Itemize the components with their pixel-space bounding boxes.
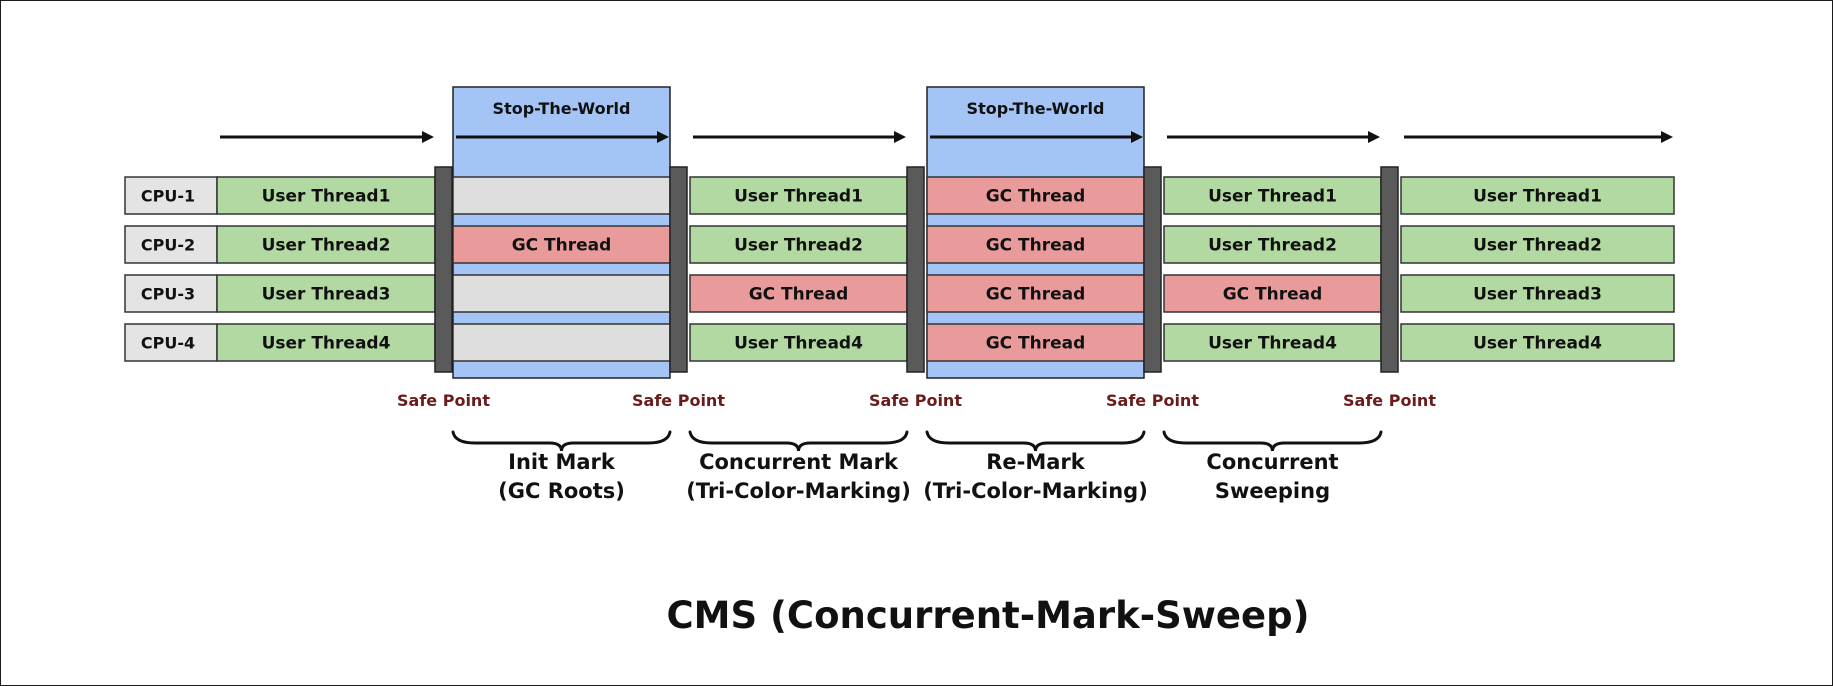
- user-thread-cell: [216, 274, 436, 313]
- stop-the-world-label: Stop-The-World: [493, 99, 631, 118]
- phase-label-line1: Init Mark: [508, 450, 616, 474]
- gc-thread-cell: [452, 225, 671, 264]
- thread-label: User Thread2: [1208, 236, 1337, 256]
- thread-label: User Thread4: [262, 334, 391, 354]
- thread-label: User Thread1: [734, 187, 863, 207]
- thread-label: User Thread2: [734, 236, 863, 256]
- thread-label: User Thread3: [262, 285, 391, 305]
- thread-label: GC Thread: [986, 334, 1086, 354]
- user-thread-cell: [1163, 176, 1382, 215]
- cpu-label: CPU-4: [141, 334, 195, 353]
- user-thread-cell: [689, 225, 908, 264]
- user-thread-cell: [1400, 274, 1675, 313]
- phase-label-line1: Re-Mark: [986, 450, 1086, 474]
- gc-thread-cell: [926, 225, 1145, 264]
- stop-the-world-label: Stop-The-World: [967, 99, 1105, 118]
- user-thread-cell: [216, 225, 436, 264]
- gc-thread-cell: [1163, 274, 1382, 313]
- thread-label: GC Thread: [1223, 285, 1323, 305]
- thread-label: User Thread1: [1473, 187, 1602, 207]
- thread-label: User Thread1: [1208, 187, 1337, 207]
- cpu-label-box: [124, 176, 218, 215]
- phase-label-line1: Concurrent Mark: [699, 450, 899, 474]
- user-thread-cell: [689, 176, 908, 215]
- safe-point-bar: [1143, 166, 1162, 373]
- thread-label: GC Thread: [986, 285, 1086, 305]
- cpu-label: CPU-3: [141, 285, 195, 304]
- user-thread-cell: [216, 176, 436, 215]
- user-thread-cell: [216, 323, 436, 362]
- gc-thread-cell: [926, 176, 1145, 215]
- cpu-label-box: [124, 274, 218, 313]
- thread-label: User Thread4: [1473, 334, 1602, 354]
- phase-label-line2: (GC Roots): [498, 479, 625, 503]
- thread-label: GC Thread: [986, 236, 1086, 256]
- safe-point-bar: [669, 166, 688, 373]
- thread-label: GC Thread: [749, 285, 849, 305]
- user-thread-cell: [1400, 176, 1675, 215]
- paused-thread-cell: [452, 323, 671, 362]
- cpu-label-box: [124, 225, 218, 264]
- thread-label: User Thread3: [1473, 285, 1602, 305]
- phase-label-line1: Concurrent: [1206, 450, 1338, 474]
- diagram-title: CMS (Concurrent-Mark-Sweep): [667, 594, 1310, 637]
- paused-thread-cell: [452, 176, 671, 215]
- gc-thread-cell: [926, 274, 1145, 313]
- phase-brace: [925, 430, 1146, 452]
- safe-point-label: Safe Point: [397, 391, 490, 410]
- phase-brace: [688, 430, 909, 452]
- safe-point-bar: [434, 166, 453, 373]
- phase-brace: [451, 430, 672, 452]
- phase-label-line2: (Tri-Color-Marking): [686, 479, 911, 503]
- safe-point-bar: [906, 166, 925, 373]
- phase-brace: [1162, 430, 1383, 452]
- cpu-label: CPU-1: [141, 187, 195, 206]
- user-thread-cell: [689, 323, 908, 362]
- gc-thread-cell: [689, 274, 908, 313]
- safe-point-label: Safe Point: [1106, 391, 1199, 410]
- thread-label: User Thread2: [262, 236, 391, 256]
- thread-label: User Thread4: [734, 334, 863, 354]
- safe-point-label: Safe Point: [869, 391, 962, 410]
- user-thread-cell: [1163, 225, 1382, 264]
- user-thread-cell: [1400, 225, 1675, 264]
- safe-point-label: Safe Point: [632, 391, 725, 410]
- thread-label: GC Thread: [512, 236, 612, 256]
- thread-label: User Thread1: [262, 187, 391, 207]
- phase-label-line2: (Tri-Color-Marking): [923, 479, 1148, 503]
- user-thread-cell: [1163, 323, 1382, 362]
- thread-label: User Thread2: [1473, 236, 1602, 256]
- safe-point-label: Safe Point: [1343, 391, 1436, 410]
- safe-point-bar: [1380, 166, 1399, 373]
- thread-label: GC Thread: [986, 187, 1086, 207]
- paused-thread-cell: [452, 274, 671, 313]
- user-thread-cell: [1400, 323, 1675, 362]
- cpu-label: CPU-2: [141, 236, 195, 255]
- thread-label: User Thread4: [1208, 334, 1337, 354]
- phase-label-line2: Sweeping: [1215, 479, 1330, 503]
